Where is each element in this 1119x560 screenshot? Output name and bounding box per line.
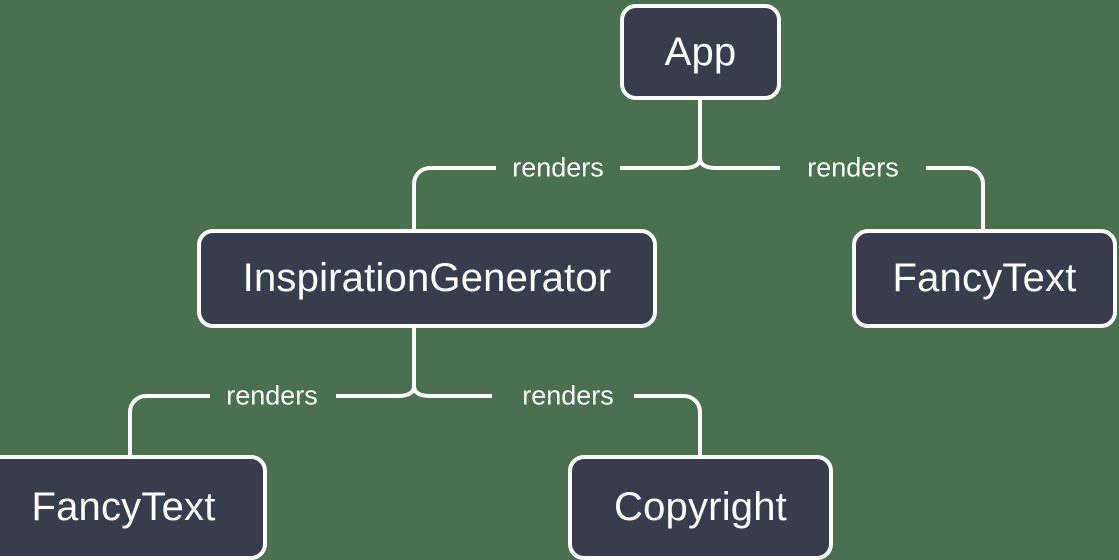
edge-label-app-to-fancytext-right: renders bbox=[807, 152, 899, 183]
node-fancytext-right-label: FancyText bbox=[892, 256, 1077, 300]
edge-app-to-inspiration-segment-left bbox=[412, 166, 496, 229]
edge-app-junction-right bbox=[698, 157, 717, 170]
edge-label-inspiration-generator-to-fancytext-bottom: renders bbox=[226, 380, 318, 411]
node-app[interactable]: App bbox=[620, 4, 781, 100]
edge-app-to-fancytext-segment-right bbox=[926, 166, 985, 229]
node-copyright-label: Copyright bbox=[614, 485, 787, 529]
edge-inspiration-junction-left bbox=[397, 385, 416, 398]
node-fancytext-bottom[interactable]: FancyText bbox=[0, 455, 267, 560]
node-inspiration-generator[interactable]: InspirationGenerator bbox=[197, 229, 657, 328]
edge-label-inspiration-generator-to-copyright: renders bbox=[522, 380, 614, 411]
edge-inspiration-to-copyright-segment-right bbox=[634, 394, 702, 455]
node-app-label: App bbox=[664, 29, 737, 74]
edge-inspiration-to-fancytext-segment-left bbox=[128, 394, 210, 455]
node-fancytext-bottom-label: FancyText bbox=[31, 485, 216, 529]
node-fancytext-right[interactable]: FancyText bbox=[852, 229, 1117, 328]
node-copyright[interactable]: Copyright bbox=[568, 455, 833, 560]
edge-inspiration-junction-right bbox=[412, 385, 431, 398]
edge-label-app-to-inspiration-generator: renders bbox=[512, 152, 604, 183]
node-inspiration-generator-label: InspirationGenerator bbox=[242, 256, 612, 300]
edge-app-junction-left bbox=[683, 157, 702, 170]
